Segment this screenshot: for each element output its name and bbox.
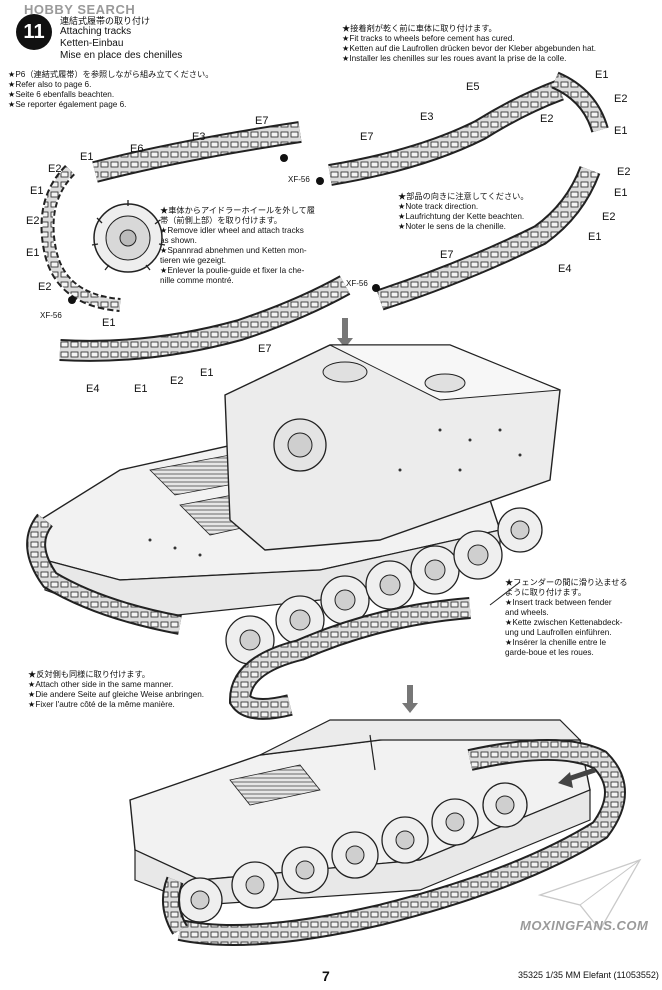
page-number: 7 [322, 968, 330, 984]
part-label: E4 [558, 263, 571, 275]
step-title-block: 連結式履帯の取り付け Attaching tracks Ketten-Einba… [60, 16, 182, 62]
track-run-middle [376, 165, 601, 311]
note-line: ★Kette zwischen Kettenabdeck- [505, 618, 623, 627]
track-run-lower-left [59, 275, 351, 362]
step-number-badge: 11 [16, 14, 52, 50]
note-line: and wheels. [505, 608, 549, 617]
note-line: ★Remove idler wheel and attach tracks [160, 226, 304, 235]
note-line: ★Fit tracks to wheels before cement has … [342, 34, 515, 43]
note-line: ★Insérer la chenille entre le [505, 638, 607, 647]
paper-plane-icon [537, 858, 642, 932]
part-label: E2 [26, 215, 39, 227]
part-label: E7 [440, 249, 453, 261]
note-line: ★P6（連結式履帯）を参照しながら組み立てください。 [8, 70, 214, 79]
watermark-moxingfans: MOXINGFANS.COM [520, 918, 649, 933]
part-label: E7 [255, 115, 268, 127]
note-line: nille comme montré. [160, 276, 234, 285]
note-line: ★Noter le sens de la chenille. [398, 222, 506, 231]
note-line: ★Laufrichtung der Kette beachten. [398, 212, 525, 221]
part-label: E2 [170, 375, 183, 387]
note-other-side: ★反対側も同様に取り付けます。 ★Attach other side in th… [28, 670, 204, 710]
part-label: XF-56 [346, 279, 368, 288]
part-label: XF-56 [40, 311, 62, 320]
part-label: E1 [588, 231, 601, 243]
leader-line [489, 581, 521, 606]
note-fender: ★フェンダーの間に滑り込ませる ように取り付けます。 ★Insert track… [505, 578, 628, 658]
track-front-left-middle [26, 513, 182, 635]
part-label: E2 [617, 166, 630, 178]
part-label: E2 [38, 281, 51, 293]
part-label: E2 [48, 163, 61, 175]
road-wheels-middle [225, 507, 543, 665]
part-labels: E7 E3 E6 E1 E2 E1 E2 E1 E2 E1 XF-56 XF-5… [26, 69, 630, 395]
title-en: Attaching tracks [60, 26, 132, 37]
note-line: ★車体からアイドラーホイールを外して履 [160, 206, 315, 215]
part-label: E2 [540, 113, 553, 125]
part-label: E7 [360, 131, 373, 143]
product-code: 35325 1/35 MM Elefant (11053552) [518, 970, 659, 980]
note-line: ★Attach other side in the same manner. [28, 680, 174, 689]
part-label: E1 [614, 125, 627, 137]
paint-dot-icon [316, 177, 324, 185]
part-label: E6 [130, 143, 143, 155]
note-line: ★Se reporter également page 6. [8, 100, 127, 109]
vehicle-hull-middle [39, 344, 561, 621]
track-insert-middle [228, 597, 471, 720]
note-line: ★接着剤が乾く前に車体に取り付けます。 [342, 24, 497, 33]
note-line: ★部品の向きに注意してください。 [398, 192, 529, 201]
note-line: ★Fixer l'autre côté de la même manière. [28, 700, 175, 709]
upper-track-run-1 [92, 121, 302, 183]
note-line: ★Refer also to page 6. [8, 80, 92, 89]
track-curl-right-top [551, 71, 609, 133]
part-label: E1 [80, 151, 93, 163]
part-label: E1 [26, 247, 39, 259]
note-line: ように取り付けます。 [505, 588, 587, 597]
note-line: ★Enlever la poulie-guide et fixer la che… [160, 266, 305, 275]
note-line: ★Ketten auf die Laufrollen drücken bevor… [342, 44, 597, 53]
note-line: 帯（前側上部）を取り付けます。 [160, 216, 282, 225]
part-label: E3 [420, 111, 433, 123]
part-label: E2 [614, 93, 627, 105]
title-jp: 連結式履帯の取り付け [60, 16, 151, 26]
track-loop-bottom [162, 739, 626, 946]
note-line: ★Note track direction. [398, 202, 479, 211]
part-label: E1 [30, 185, 43, 197]
part-label: E1 [614, 187, 627, 199]
upper-track-run-2 [328, 79, 564, 186]
note-line: as shown. [160, 236, 197, 245]
part-label: E1 [200, 367, 213, 379]
note-line: ★Seite 6 ebenfalls beachten. [8, 90, 115, 99]
note-line: tieren wie gezeigt. [160, 256, 226, 265]
note-track-direction: ★部品の向きに注意してください。 ★Note track direction. … [398, 192, 529, 232]
paint-dot-icon [372, 284, 380, 292]
part-label: E1 [595, 69, 608, 81]
paint-dot-icon [68, 296, 76, 304]
paint-dot-icon [280, 154, 288, 162]
part-label: E4 [86, 383, 99, 395]
note-cement: ★接着剤が乾く前に車体に取り付けます。 ★Fit tracks to wheel… [342, 24, 596, 64]
watermark-hobby-search: HOBBY SEARCH [24, 2, 136, 17]
note-line: ★Insert track between fender [505, 598, 612, 607]
title-fr: Mise en place des chenilles [60, 50, 183, 61]
note-line: ung und Laufrollen einführen. [505, 628, 612, 637]
note-line: garde-boue et les roues. [505, 648, 594, 657]
part-label: XF-56 [288, 175, 310, 184]
note-line: ★Die andere Seite auf gleiche Weise anbr… [28, 690, 205, 699]
part-label: E3 [192, 131, 205, 143]
note-line: ★Spannrad abnehmen und Ketten mon- [160, 246, 307, 255]
part-label: E5 [466, 81, 479, 93]
note-idler: ★車体からアイドラーホイールを外して履 帯（前側上部）を取り付けます。 ★Rem… [160, 206, 315, 286]
part-label: E2 [602, 211, 615, 223]
part-label: E7 [258, 343, 271, 355]
step-number: 11 [23, 20, 45, 43]
title-de: Ketten-Einbau [60, 38, 124, 49]
note-line: ★反対側も同様に取り付けます。 [28, 670, 150, 679]
note-line: ★フェンダーの間に滑り込ませる [505, 578, 628, 587]
part-label: E1 [134, 383, 147, 395]
note-line: ★Installer les chenilles sur les roues a… [342, 54, 567, 63]
sprocket-track-loop [40, 165, 166, 312]
note-refer-page6: ★P6（連結式履帯）を参照しながら組み立てください。 ★Refer also t… [8, 70, 213, 110]
part-label: E1 [102, 317, 115, 329]
